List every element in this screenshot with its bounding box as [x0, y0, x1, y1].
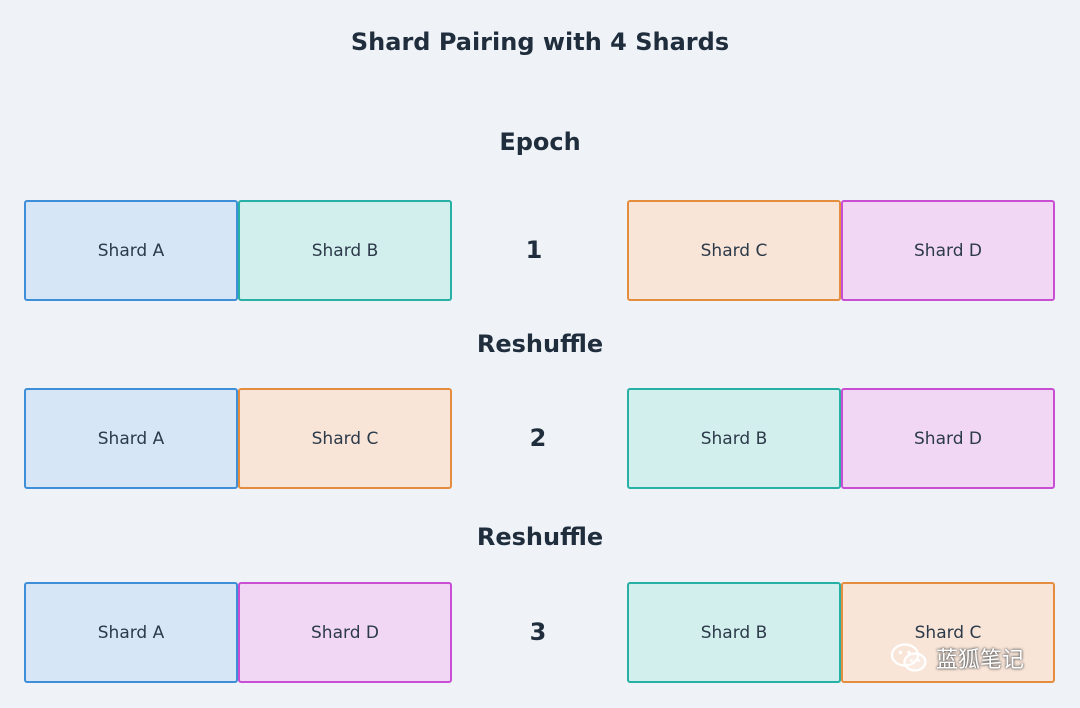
watermark: 蓝狐笔记	[890, 642, 1024, 674]
row-2-pair-2-shard-2: Shard D	[841, 388, 1055, 489]
row-1-pair-2-shard-1: Shard C	[627, 200, 841, 301]
reshuffle-heading-1: Reshuffle	[476, 330, 604, 358]
row-3-pair-2-shard-2: Shard C	[841, 582, 1055, 683]
row-1-pair-2-shard-2: Shard D	[841, 200, 1055, 301]
row-3-pair-1-shard-2: Shard D	[238, 582, 452, 683]
row-2-pair-2-shard-1: Shard B	[627, 388, 841, 489]
row-2-pair-1-shard-2: Shard C	[238, 388, 452, 489]
row-3-pair-2-shard-1: Shard B	[627, 582, 841, 683]
row-1-pair-1-shard-1: Shard A	[24, 200, 238, 301]
row-3-pair-1-shard-1: Shard A	[24, 582, 238, 683]
wechat-icon	[890, 643, 927, 672]
row-2-pair-1-shard-1: Shard A	[24, 388, 238, 489]
reshuffle-heading-2: Reshuffle	[476, 523, 604, 551]
epoch-heading: Epoch	[499, 128, 581, 156]
row-1-epoch-number: 1	[525, 236, 543, 264]
watermark-text: 蓝狐笔记	[936, 648, 1025, 673]
row-2-epoch-number: 2	[529, 424, 547, 452]
diagram-title: Shard Pairing with 4 Shards	[350, 28, 730, 56]
row-1-pair-1-shard-2: Shard B	[238, 200, 452, 301]
row-3-epoch-number: 3	[529, 618, 547, 646]
